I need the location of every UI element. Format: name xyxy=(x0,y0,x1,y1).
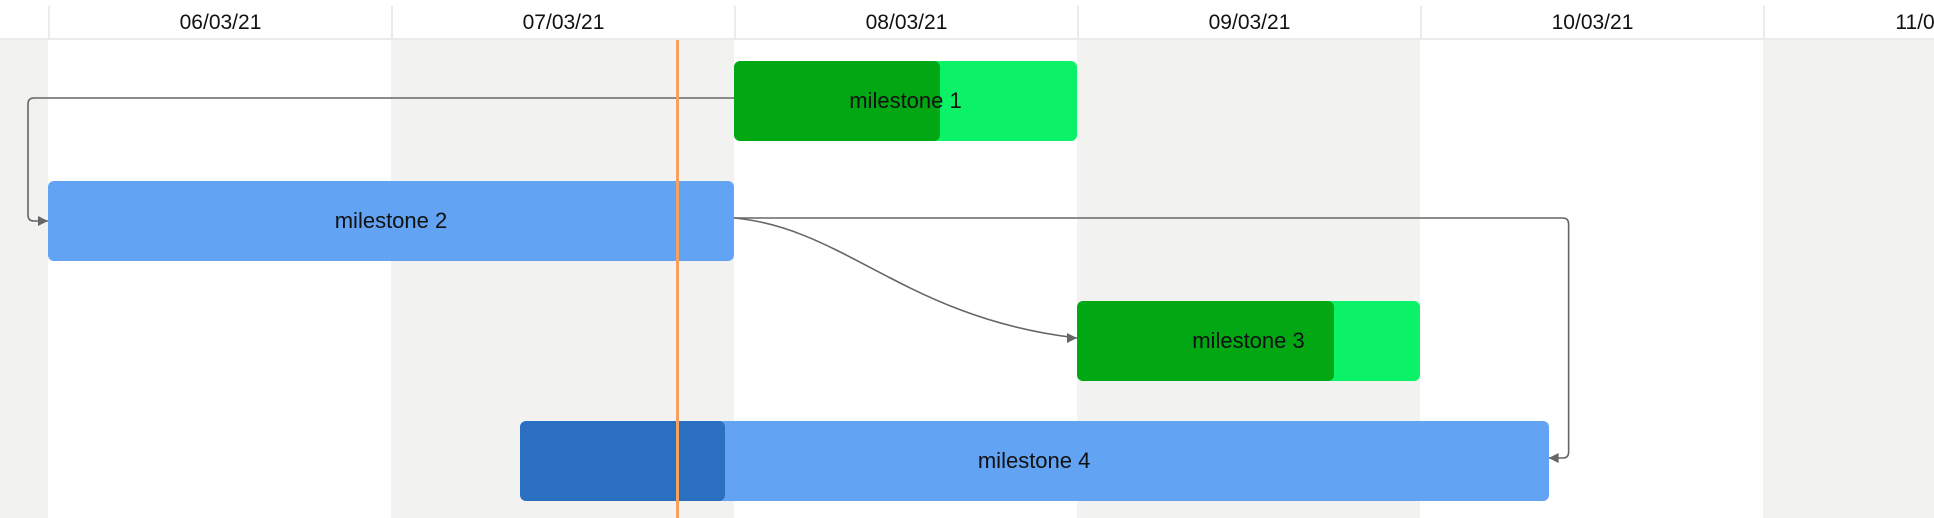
timeline-column xyxy=(48,40,391,518)
task-progress-m1[interactable] xyxy=(734,61,940,141)
date-header-3: 09/03/21 xyxy=(1077,6,1420,40)
task-bar-m3[interactable]: milestone 3 xyxy=(1077,301,1420,381)
task-label-m3: milestone 3 xyxy=(1192,328,1305,353)
date-header-1: 07/03/21 xyxy=(391,6,734,40)
task-bar-m2[interactable]: milestone 2 xyxy=(48,181,734,261)
date-header-5: 11/03/21 xyxy=(1763,6,1934,40)
date-header-2: 08/03/21 xyxy=(734,6,1077,40)
task-bar-m1[interactable]: milestone 1 xyxy=(734,61,1077,141)
task-label-m4: milestone 4 xyxy=(977,448,1091,473)
task-progress-m3[interactable] xyxy=(1077,301,1335,381)
task-label-m1: milestone 1 xyxy=(849,88,962,113)
timeline-column xyxy=(1763,40,1934,518)
task-progress-m4[interactable] xyxy=(519,421,726,501)
task-bar-m4[interactable]: milestone 4 xyxy=(519,421,1549,501)
today-marker-line xyxy=(675,40,679,518)
date-header-0: 06/03/21 xyxy=(48,6,391,40)
date-header-4: 10/03/21 xyxy=(1420,6,1763,40)
timeline-column xyxy=(0,40,48,518)
task-label-m2: milestone 2 xyxy=(334,208,448,233)
